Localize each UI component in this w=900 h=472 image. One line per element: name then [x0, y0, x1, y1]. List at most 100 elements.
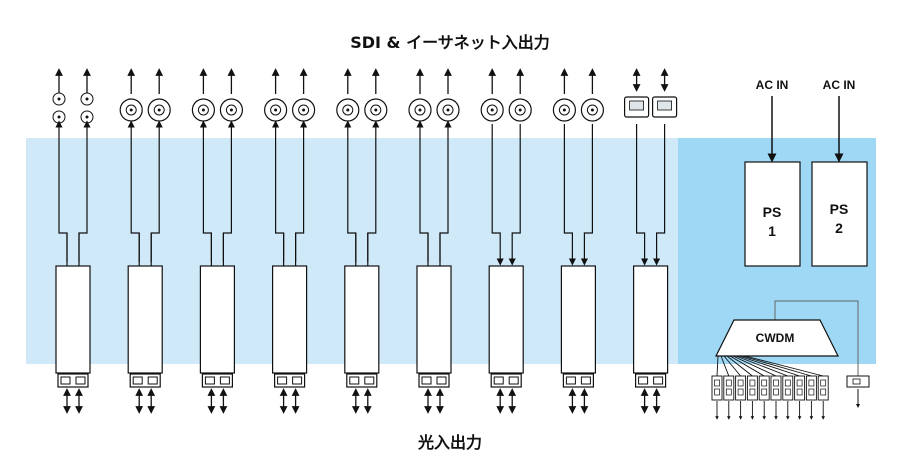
- optical-port-slot: [493, 376, 504, 385]
- bnc-connector-pin: [274, 108, 278, 112]
- cwdm-port-slot: [796, 388, 803, 396]
- optical-port-slot: [277, 376, 288, 385]
- optical-transceiver: [199, 265, 235, 374]
- ps1-label-line2: 1: [768, 223, 776, 239]
- optical-transceiver: [632, 265, 669, 374]
- bnc-connector-pin: [129, 108, 133, 112]
- bnc-connector-pin: [518, 108, 522, 112]
- bnc-connector-pin: [201, 108, 205, 112]
- io-module-6: [408, 68, 460, 414]
- io-module-4: [264, 68, 316, 414]
- power-supply-1: [744, 161, 801, 267]
- bnc-connector-pin: [490, 108, 494, 112]
- optical-transceiver: [272, 265, 308, 374]
- io-modules: [52, 68, 678, 414]
- cwdm-port-slot: [808, 379, 815, 387]
- cwdm-multiplexer: [715, 319, 839, 357]
- cwdm-port: [735, 375, 747, 401]
- optical-port-slot: [147, 376, 158, 385]
- bnc-connector-pin: [562, 108, 566, 112]
- optical-port-slot: [292, 376, 303, 385]
- cwdm-port-slot: [820, 388, 827, 396]
- cwdm-port-slot: [761, 379, 768, 387]
- optical-port-slot: [364, 376, 375, 385]
- io-module-7: [480, 68, 532, 414]
- bnc-connector-pin: [346, 108, 350, 112]
- cwdm-port-slot: [749, 379, 756, 387]
- optical-port-slot: [349, 376, 360, 385]
- cwdm-port-slot: [714, 388, 720, 396]
- optical-port-slot: [436, 376, 447, 385]
- cwdm-fiber-line: [732, 355, 777, 377]
- power-supply-2: [811, 161, 868, 267]
- optical-port-slot: [75, 376, 86, 385]
- cwdm-fiber-line: [738, 355, 800, 377]
- optical-port-slot: [638, 376, 649, 385]
- cwdm-fiber-line: [744, 355, 824, 377]
- cwdm-port-slot: [784, 379, 791, 387]
- signal-path: [563, 124, 577, 266]
- cwdm-port-slot: [773, 379, 779, 387]
- cwdm-port: [782, 375, 794, 401]
- optical-port-slot: [580, 376, 591, 385]
- cwdm-fiber-line: [723, 355, 741, 377]
- optical-port-slot: [60, 376, 71, 385]
- ps1-label-line1: PS: [763, 204, 782, 220]
- cwdm-fiber-line: [735, 355, 788, 377]
- monitor-port-slot: [852, 378, 861, 385]
- cwdm-fiber-line: [729, 355, 765, 377]
- cwdm-fiber-line: [720, 355, 730, 377]
- optical-transceiver: [488, 265, 524, 374]
- cwdm-port-slot: [784, 388, 791, 396]
- cwdm-port-slot: [737, 379, 744, 387]
- signal-path: [508, 124, 521, 266]
- rj45-port-slot: [657, 100, 672, 111]
- cwdm-port: [758, 375, 770, 401]
- optical-port-slot: [219, 376, 230, 385]
- bnc-connector-pin: [57, 115, 61, 119]
- io-module-5: [336, 68, 388, 414]
- cwdm-port-slot: [714, 379, 720, 387]
- ac-in-label-2: AC IN: [823, 78, 856, 92]
- cwdm-port: [711, 375, 723, 401]
- cwdm-port-slot: [796, 379, 803, 387]
- optical-port-slot: [421, 376, 432, 385]
- cwdm-port: [817, 375, 829, 401]
- cwdm-fiber-line: [726, 355, 753, 377]
- bnc-connector-pin: [446, 108, 450, 112]
- optical-port-slot: [204, 376, 215, 385]
- optical-port-slot: [508, 376, 519, 385]
- io-module-9: [623, 68, 678, 414]
- cwdm-feed-line: [774, 300, 859, 376]
- cwdm-port-slot: [820, 379, 827, 387]
- cwdm-port-slot: [725, 379, 732, 387]
- cwdm-fiber-line: [741, 355, 812, 377]
- cwdm-fiber-line: [716, 355, 719, 377]
- signal-path: [652, 124, 666, 266]
- cwdm-port: [723, 375, 735, 401]
- optical-transceiver: [127, 265, 163, 374]
- bottom-title: 光入出力: [417, 433, 482, 452]
- cwdm-port: [805, 375, 817, 401]
- ps2-label-line1: PS: [830, 201, 849, 217]
- bnc-connector-pin: [374, 108, 378, 112]
- rj45-port-slot: [629, 100, 644, 111]
- cwdm-port-slot: [749, 388, 756, 396]
- cwdm-port: [770, 375, 782, 401]
- optical-port-slot: [653, 376, 664, 385]
- optical-transceiver: [55, 265, 91, 374]
- bnc-connector-pin: [157, 108, 161, 112]
- optical-transceiver: [416, 265, 452, 374]
- cwdm-port: [794, 375, 806, 401]
- cwdm-port-slot: [761, 388, 768, 396]
- signal-path: [635, 124, 649, 266]
- optical-port-slot: [565, 376, 576, 385]
- bnc-connector-pin: [85, 115, 89, 119]
- signal-path: [491, 124, 504, 266]
- bnc-connector-pin: [85, 97, 89, 101]
- bnc-connector-pin: [57, 97, 61, 101]
- signal-path: [580, 124, 594, 266]
- bnc-connector-pin: [590, 108, 594, 112]
- bnc-connector-pin: [302, 108, 306, 112]
